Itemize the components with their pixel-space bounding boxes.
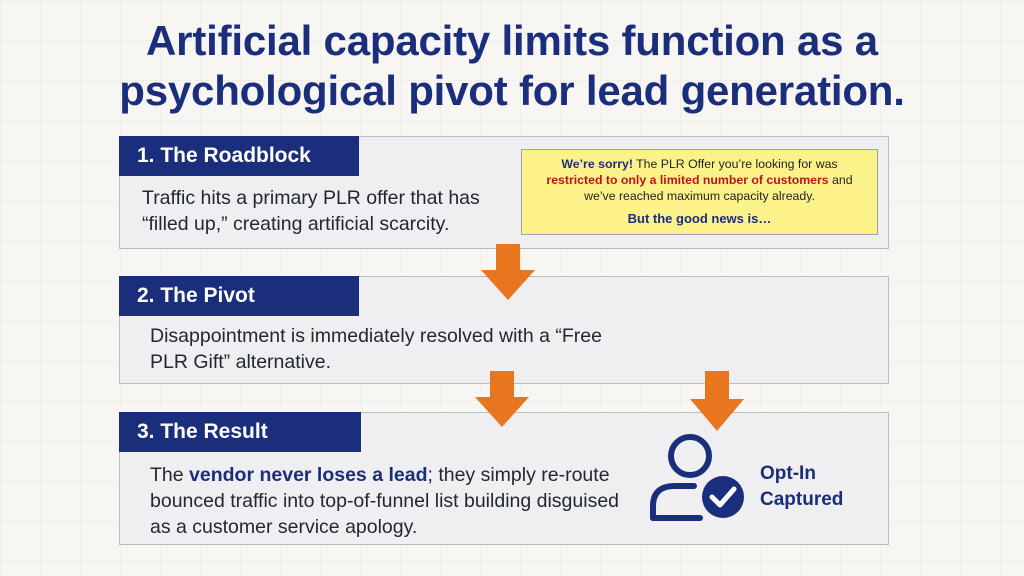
title-line-2: psychological pivot for lead generation. xyxy=(119,67,905,114)
optin-captured-label: Opt-In Captured xyxy=(760,461,870,513)
notice-text-2: and we’ve reached maximum capacity alrea… xyxy=(584,173,853,203)
optin-line-1: Opt-In xyxy=(760,463,816,484)
step-result-body: The vendor never loses a lead; they simp… xyxy=(150,462,620,540)
step-result-header: 3. The Result xyxy=(119,412,361,452)
result-body-bold: vendor never loses a lead xyxy=(189,464,428,486)
arrow-down-icon xyxy=(690,371,744,431)
notice-good-news: But the good news is… xyxy=(627,211,772,226)
sorry-notice-box: We’re sorry! The PLR Offer you’re lookin… xyxy=(521,149,878,235)
result-body-prefix: The xyxy=(150,464,190,486)
page-title: Artificial capacity limits function as a… xyxy=(0,16,1024,116)
step-roadblock-body: Traffic hits a primary PLR offer that ha… xyxy=(142,187,480,235)
notice-text-1: The PLR Offer you’re looking for was xyxy=(632,157,838,171)
arrow-down-icon xyxy=(475,371,529,427)
notice-sorry: We’re sorry! xyxy=(561,157,633,171)
title-line-1: Artificial capacity limits function as a xyxy=(146,17,878,64)
step-roadblock-header: 1. The Roadblock xyxy=(119,136,359,176)
step-pivot-header: 2. The Pivot xyxy=(119,276,359,316)
arrow-down-icon xyxy=(481,244,535,300)
step-pivot-body: Disappointment is immediately resolved w… xyxy=(150,325,602,373)
optin-line-2: Captured xyxy=(760,489,844,510)
result-body-suffix: ; they simply re-route bounced traffic i… xyxy=(150,464,620,538)
notice-highlight: restricted to only a limited number of c… xyxy=(546,173,829,187)
user-check-icon xyxy=(650,434,744,521)
step-result-panel: 3. The Result The vendor never loses a l… xyxy=(119,412,889,545)
